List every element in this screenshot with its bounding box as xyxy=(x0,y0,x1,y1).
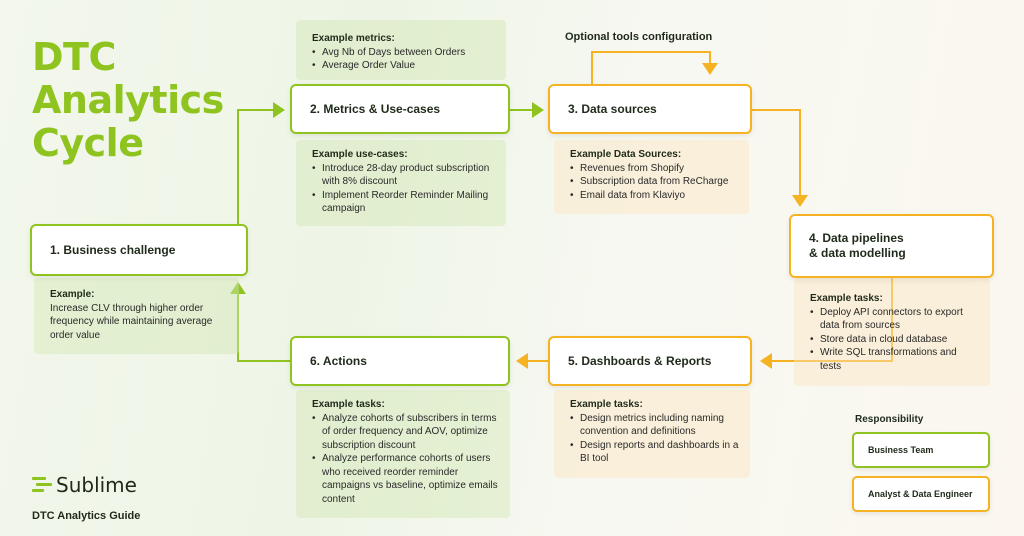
guide-label: DTC Analytics Guide xyxy=(32,510,141,522)
sources-item: Subscription data from ReCharge xyxy=(570,175,739,189)
sources-item: Email data from Klaviyo xyxy=(570,189,739,203)
node-data-pipelines-label: 4. Data pipelines & data modelling xyxy=(791,231,906,261)
arrow-3-to-4 xyxy=(752,109,808,207)
dashboards-heading: Example tasks: xyxy=(570,399,643,410)
pipelines-item: Write SQL transformations and tests xyxy=(810,346,980,373)
legend-business-team-label: Business Team xyxy=(868,445,934,455)
node-data-pipelines: 4. Data pipelines & data modelling xyxy=(789,214,994,278)
pipelines-heading: Example tasks: xyxy=(810,293,883,304)
node-business-challenge: 1. Business challenge xyxy=(30,224,248,276)
metrics-heading: Example metrics: xyxy=(312,33,395,44)
node-business-challenge-label: 1. Business challenge xyxy=(50,242,176,257)
node-data-pipelines-line-2: & data modelling xyxy=(809,246,906,260)
node-dashboards-reports: 5. Dashboards & Reports xyxy=(548,336,752,386)
actions-panel: Example tasks: Analyze cohorts of subscr… xyxy=(296,390,510,518)
sources-heading: Example Data Sources: xyxy=(570,149,682,160)
business-panel: Example: Increase CLV through higher ord… xyxy=(34,278,239,354)
legend-analyst-engineer: Analyst & Data Engineer xyxy=(852,476,990,512)
node-metrics-usecases: 2. Metrics & Use-cases xyxy=(290,84,510,134)
arrow-1-to-2 xyxy=(237,102,285,224)
metrics-item: Avg Nb of Days between Orders xyxy=(312,46,496,60)
legend-business-team: Business Team xyxy=(852,432,990,468)
node-data-sources-label: 3. Data sources xyxy=(568,101,657,116)
legend-analyst-engineer-label: Analyst & Data Engineer xyxy=(868,489,973,499)
title-line-2: Analytics xyxy=(32,78,224,122)
node-actions-label: 6. Actions xyxy=(310,353,367,368)
usecases-panel: Example use-cases: Introduce 28-day prod… xyxy=(296,140,506,226)
pipelines-panel: Example tasks: Deploy API connectors to … xyxy=(794,278,990,386)
dashboards-item: Design reports and dashboards in a BI to… xyxy=(570,439,740,466)
arrow-optional-loop xyxy=(591,51,718,84)
sublime-logo-icon xyxy=(32,475,52,495)
dashboards-item: Design metrics including naming conventi… xyxy=(570,412,740,439)
metrics-panel: Example metrics: Avg Nb of Days between … xyxy=(296,20,506,80)
actions-item: Analyze cohorts of subscribers in terms … xyxy=(312,412,500,453)
business-heading: Example: xyxy=(50,289,95,300)
node-data-pipelines-line-1: 4. Data pipelines xyxy=(809,231,904,245)
node-data-sources: 3. Data sources xyxy=(548,84,752,134)
dashboards-panel: Example tasks: Design metrics including … xyxy=(554,390,750,478)
title-line-3: Cycle xyxy=(32,121,144,165)
actions-heading: Example tasks: xyxy=(312,399,385,410)
legend-title: Responsibility xyxy=(855,414,924,425)
pipelines-item: Store data in cloud database xyxy=(810,333,980,347)
page-title: DTC Analytics Cycle xyxy=(32,36,224,165)
metrics-item: Average Order Value xyxy=(312,59,496,73)
arrow-6-to-1 xyxy=(230,282,292,362)
sources-panel: Example Data Sources: Revenues from Shop… xyxy=(554,140,749,214)
node-metrics-usecases-label: 2. Metrics & Use-cases xyxy=(310,101,441,116)
sources-item: Revenues from Shopify xyxy=(570,162,739,176)
usecases-heading: Example use-cases: xyxy=(312,149,408,160)
usecases-item: Introduce 28-day product subscription wi… xyxy=(312,162,496,189)
sublime-logo: Sublime xyxy=(32,473,137,497)
title-line-1: DTC xyxy=(32,35,116,79)
usecases-item: Implement Reorder Reminder Mailing campa… xyxy=(312,189,496,216)
actions-item: Analyze performance cohorts of users who… xyxy=(312,452,500,506)
node-actions: 6. Actions xyxy=(290,336,510,386)
sublime-logo-text: Sublime xyxy=(56,473,137,497)
optional-tools-label: Optional tools configuration xyxy=(565,31,713,43)
business-text: Increase CLV through higher order freque… xyxy=(50,302,213,341)
node-dashboards-reports-label: 5. Dashboards & Reports xyxy=(568,353,712,368)
pipelines-item: Deploy API connectors to export data fro… xyxy=(810,306,980,333)
